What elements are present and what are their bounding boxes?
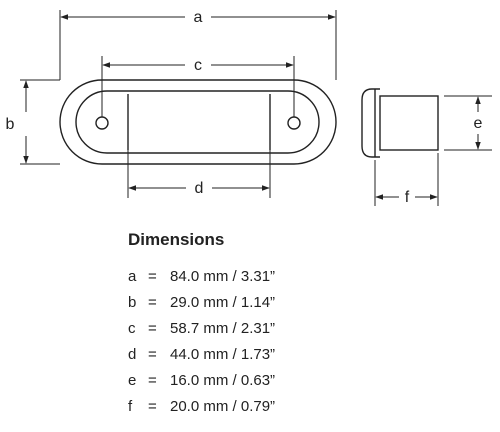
- dim-f-label: f: [405, 189, 410, 206]
- dimension-value: 58.7 mm / 2.31”: [170, 320, 276, 337]
- dimension-equals: =: [148, 346, 157, 363]
- dimensions-table: Dimensions a = 84.0 mm / 3.31” b = 29.0 mm /…: [128, 230, 275, 423]
- dimension-equals: =: [148, 294, 157, 311]
- dimension-row-a: a = 84.0 mm / 3.31”: [128, 267, 275, 293]
- dimension-value: 29.0 mm / 1.14”: [170, 294, 276, 311]
- dim-e-label: e: [474, 115, 483, 132]
- side-flange-outline: [361, 88, 380, 158]
- dimension-key: c: [128, 320, 136, 337]
- dimension-row-d: d = 44.0 mm / 1.73”: [128, 345, 275, 371]
- dimension-row-e: e = 16.0 mm / 0.63”: [128, 371, 275, 397]
- dimension-key: e: [128, 372, 137, 389]
- front-outer-outline: [59, 79, 337, 165]
- dimension-key: a: [128, 268, 137, 285]
- dimension-value: 20.0 mm / 0.79”: [170, 398, 276, 415]
- dimensions-title: Dimensions: [128, 230, 225, 249]
- dimension-equals: =: [148, 398, 157, 415]
- dimension-row-b: b = 29.0 mm / 1.14”: [128, 293, 275, 319]
- front-inner-outline: [75, 90, 320, 154]
- dimension-key: d: [128, 346, 137, 363]
- screw-hole-right: [287, 116, 301, 130]
- dimension-row-c: c = 58.7 mm / 2.31”: [128, 319, 275, 345]
- dimension-row-f: f = 20.0 mm / 0.79”: [128, 397, 275, 423]
- dimension-value: 84.0 mm / 3.31”: [170, 268, 276, 285]
- dimension-equals: =: [148, 372, 157, 389]
- screw-hole-left: [95, 116, 109, 130]
- side-body-outline: [379, 95, 439, 151]
- dimension-equals: =: [148, 268, 157, 285]
- dim-c-label: c: [194, 57, 202, 74]
- dimension-value: 16.0 mm / 0.63”: [170, 372, 276, 389]
- dimension-drawing: a c b d e f: [6, 9, 492, 206]
- dim-d-label: d: [195, 180, 204, 197]
- dimension-value: 44.0 mm / 1.73”: [170, 346, 276, 363]
- dimension-equals: =: [148, 320, 157, 337]
- dimension-key: f: [128, 398, 133, 415]
- dim-a-label: a: [194, 9, 203, 26]
- dim-b-label: b: [6, 116, 15, 133]
- dimension-key: b: [128, 294, 137, 311]
